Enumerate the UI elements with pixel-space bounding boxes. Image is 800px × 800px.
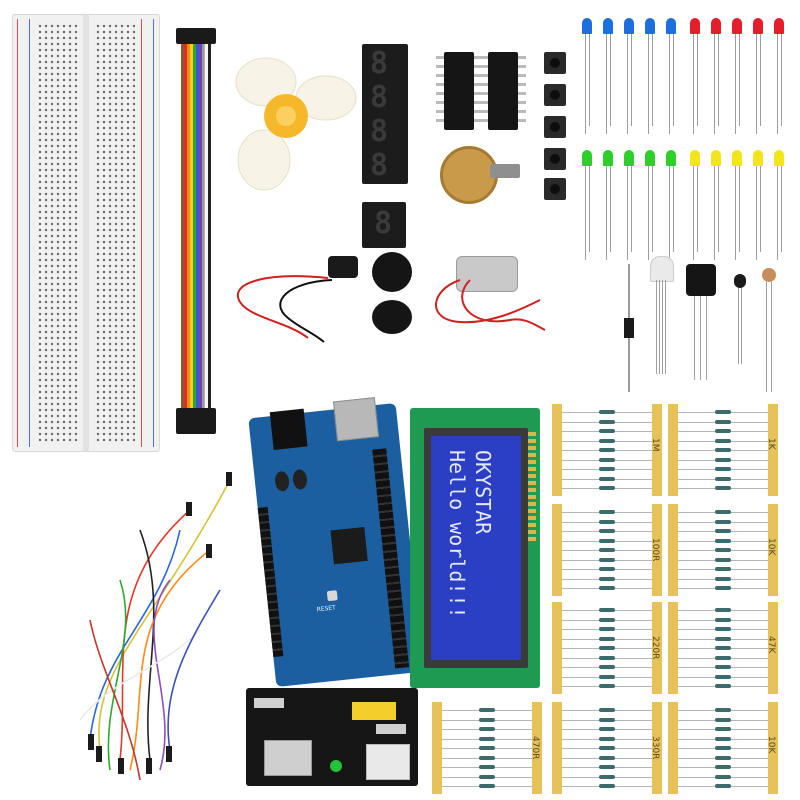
led	[711, 18, 721, 134]
led	[711, 150, 721, 260]
push-button	[544, 52, 566, 74]
push-button	[544, 148, 566, 170]
ic-chip-1	[444, 52, 474, 130]
led	[582, 18, 592, 134]
hole-grid-right	[95, 23, 135, 443]
led	[774, 18, 784, 134]
breadboard	[12, 14, 160, 452]
led	[624, 150, 634, 260]
led	[753, 18, 763, 134]
led	[603, 18, 613, 134]
seven-segment-4-digit: 8 8 8 8	[362, 44, 408, 184]
led	[603, 150, 613, 260]
resistor-value-label: 47K	[766, 636, 776, 654]
ic-pins-right	[518, 56, 526, 126]
led	[645, 150, 655, 260]
capacitor	[291, 468, 308, 491]
ic-pins-left	[436, 56, 444, 126]
led	[774, 150, 784, 260]
rgb-led	[650, 256, 674, 282]
resistor-pack: 330R	[552, 702, 662, 794]
resistor-value-label: 10K	[766, 538, 776, 556]
jumper-caps	[352, 702, 396, 720]
led	[666, 150, 676, 260]
temperature-sensor-legs	[738, 288, 742, 364]
battery-clip	[328, 256, 358, 278]
ir-receiver	[686, 264, 716, 296]
arduino-mega: RESET	[248, 397, 424, 687]
resistor-value-label: 1M	[650, 438, 660, 452]
diode	[624, 318, 634, 338]
resistor-pack: 47K	[668, 602, 778, 694]
push-button	[544, 178, 566, 200]
resistor-value-label: 100R	[650, 538, 660, 562]
resistor-value-label: 330R	[650, 736, 660, 760]
push-button	[544, 116, 566, 138]
photoresistor	[762, 268, 776, 282]
resistor-value-label: 220R	[650, 636, 660, 660]
led	[582, 150, 592, 260]
fan-blade	[235, 57, 357, 191]
rgb-led-legs	[656, 280, 666, 374]
resistor-value-label: 1K	[766, 438, 776, 450]
temperature-sensor	[734, 274, 746, 288]
hole-grid-left	[37, 23, 77, 443]
resistor-value-label: 470R	[530, 736, 540, 760]
lcd-bezel: OKYSTAR Hello world!!!	[424, 428, 528, 668]
led	[753, 150, 763, 260]
seven-segment-1-digit: 8	[362, 202, 406, 248]
resistor-value-label: 10K	[766, 736, 776, 754]
resistor-pack: 1M	[552, 404, 662, 496]
lcd-1602: OKYSTAR Hello world!!!	[410, 408, 540, 688]
usb-port	[332, 397, 379, 442]
power-rail-left	[17, 19, 31, 447]
dc-barrel-jack	[366, 744, 410, 780]
led	[690, 18, 700, 134]
led	[690, 150, 700, 260]
microcontroller	[330, 526, 368, 565]
header-power-analog	[257, 506, 284, 658]
photoresistor-legs	[766, 282, 772, 392]
led	[645, 18, 655, 134]
ic-pins-mid	[474, 56, 488, 126]
led	[624, 18, 634, 134]
lcd-header-pins	[528, 432, 536, 542]
ir-receiver-legs	[694, 296, 708, 380]
output-pins-left	[254, 698, 284, 708]
breadboard-power-module	[246, 688, 418, 786]
buzzer-passive	[372, 300, 412, 334]
resistor-pack: 1K	[668, 404, 778, 496]
led	[732, 150, 742, 260]
header-digital	[372, 448, 410, 669]
potentiometer-shaft	[490, 164, 520, 178]
lcd-screen: OKYSTAR Hello world!!!	[431, 436, 521, 660]
led	[732, 18, 742, 134]
usb-a-port	[264, 740, 312, 776]
capacitor	[274, 470, 291, 492]
power-rail-right	[141, 19, 155, 447]
led	[666, 18, 676, 134]
buzzer-active	[372, 252, 412, 292]
jumper-ribbon	[178, 40, 214, 420]
reset-label: RESET	[316, 604, 337, 614]
dc-jack	[269, 408, 308, 450]
lcd-line-1: OKYSTAR	[471, 450, 495, 535]
resistor-pack: 470R	[432, 702, 542, 794]
battery-clip-wires	[237, 275, 333, 343]
motor-wires	[435, 279, 546, 331]
ribbon-connector-top	[176, 28, 216, 44]
center-channel	[83, 15, 89, 451]
push-button	[544, 84, 566, 106]
output-pins-right	[376, 724, 406, 734]
lcd-line-2: Hello world!!!	[445, 450, 469, 619]
resistor-pack: 220R	[552, 602, 662, 694]
reset-button	[326, 590, 338, 602]
ic-chip-2	[488, 52, 518, 130]
ribbon-connector-bottom	[176, 408, 216, 434]
power-led	[330, 760, 342, 772]
jumper-wires	[79, 472, 232, 781]
resistor-pack: 10K	[668, 702, 778, 794]
resistor-pack: 100R	[552, 504, 662, 596]
resistor-pack: 10K	[668, 504, 778, 596]
